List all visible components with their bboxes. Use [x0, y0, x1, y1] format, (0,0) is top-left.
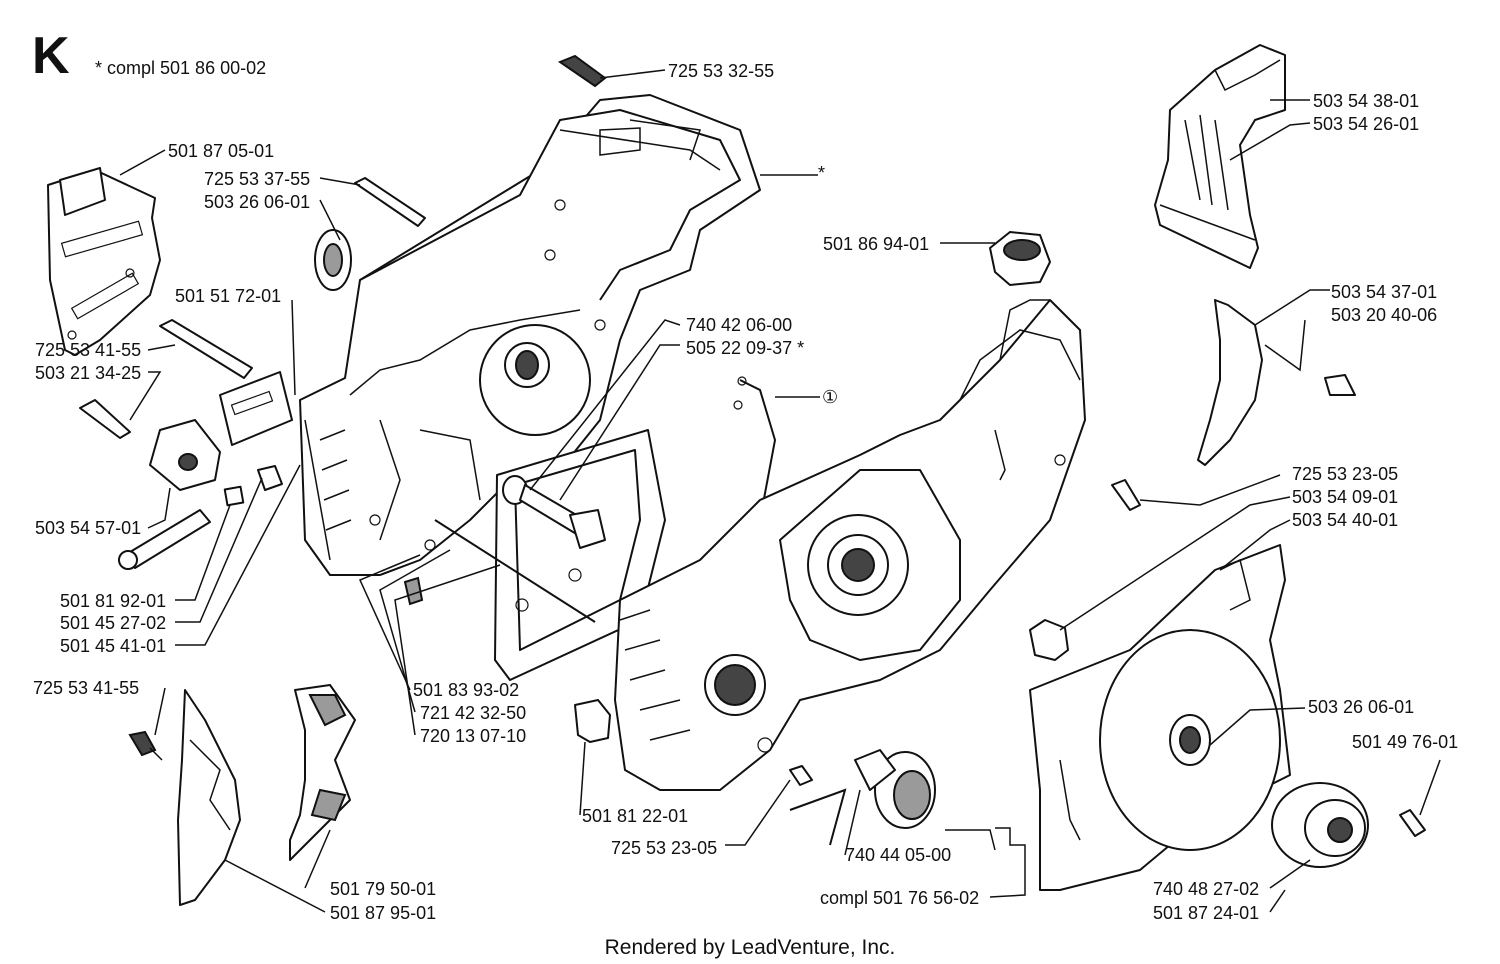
callout-725-53-41-55: 725 53 41-55: [35, 340, 142, 360]
callout-503-54-40-01: 503 54 40-01: [1292, 510, 1399, 530]
callout-725-53-23-05-right: 725 53 23-05: [1292, 464, 1399, 484]
bushing-part: [1029, 619, 1069, 661]
callout-501-87-95-01: 501 87 95-01: [330, 903, 437, 923]
bolt-34-part: [79, 399, 131, 439]
callout-721-42-32-50: 721 42 32-50: [420, 703, 527, 723]
air-intake-part: [1154, 44, 1286, 269]
chain-catcher-part: [289, 684, 356, 861]
side-plate-part: [1029, 544, 1291, 891]
nut-part: [223, 465, 283, 507]
screw-top-part: [557, 54, 607, 88]
callout-asterisk: *: [818, 163, 826, 183]
callout-505-22-09-37: 505 22 09-37 *: [686, 338, 805, 358]
footer-credit: Rendered by LeadVenture, Inc.: [604, 936, 896, 959]
callout-501-79-50-01: 501 79 50-01: [330, 879, 437, 899]
callout-503-26-06-01-right: 503 26 06-01: [1308, 697, 1415, 717]
bolt-76-part: [1399, 809, 1426, 837]
callout-503-26-06-01-top: 503 26 06-01: [204, 192, 311, 212]
screw-23-part: [1111, 479, 1141, 511]
callout-720-13-07-10: 720 13 07-10: [420, 726, 527, 746]
callout-503-20-40-06: 503 20 40-06: [1331, 305, 1438, 325]
callout-compl-501-76-56-02: compl 501 76 56-02: [820, 888, 980, 908]
seal-left-part: [314, 229, 352, 291]
deflector-part: [1197, 299, 1263, 466]
callout-circled-one: ①: [822, 387, 839, 407]
bolt-41-bottom-part: [128, 730, 163, 761]
screw-37-part: [354, 177, 426, 227]
callout-501-45-27-02: 501 45 27-02: [60, 613, 167, 633]
chain-guide-part: [177, 689, 241, 906]
buffer-part: [574, 699, 611, 743]
callout-501-49-76-01: 501 49 76-01: [1352, 732, 1459, 752]
callout-501-87-24-01: 501 87 24-01: [1153, 903, 1260, 923]
oil-plug-part: [989, 231, 1051, 286]
callout-501-51-72-01: 501 51 72-01: [175, 286, 282, 306]
long-bolt-part: [159, 319, 253, 379]
callout-501-45-41-01: 501 45 41-01: [60, 636, 167, 656]
spacer-bolt-part: [502, 475, 606, 549]
sprocket-part: [854, 749, 936, 829]
callout-740-44-05-00: 740 44 05-00: [845, 845, 952, 865]
callout-503-21-34-25: 503 21 34-25: [35, 363, 142, 383]
assembly-note: * compl 501 86 00-02: [95, 58, 267, 78]
callout-725-53-37-55: 725 53 37-55: [204, 169, 311, 189]
callout-501-83-93-02: 501 83 93-02: [413, 680, 520, 700]
callout-503-54-57-01: 503 54 57-01: [35, 518, 142, 538]
callout-501-86-94-01: 501 86 94-01: [823, 234, 930, 254]
screw-23-bottom-part: [789, 765, 813, 786]
clutch-drum-part: [1271, 782, 1369, 868]
callout-725-53-41-55-bottom: 725 53 41-55: [33, 678, 140, 698]
callout-725-53-32-55: 725 53 32-55: [668, 61, 775, 81]
cover-plate-part: [47, 167, 161, 356]
callout-501-81-22-01: 501 81 22-01: [582, 806, 689, 826]
adjuster-block-part: [219, 371, 293, 446]
callout-501-81-92-01: 501 81 92-01: [60, 591, 167, 611]
pins-part: [403, 519, 596, 623]
callout-725-53-23-05-bottom: 725 53 23-05: [611, 838, 718, 858]
section-letter: K: [32, 27, 70, 85]
callout-503-54-26-01: 503 54 26-01: [1313, 114, 1420, 134]
crankcase-left-part: [299, 94, 761, 576]
callout-501-87-05-01: 501 87 05-01: [168, 141, 275, 161]
callout-503-54-38-01: 503 54 38-01: [1313, 91, 1420, 111]
callout-503-54-09-01: 503 54 09-01: [1292, 487, 1399, 507]
callout-740-42-06-00: 740 42 06-00: [686, 315, 793, 335]
adjusting-screw-part: [118, 509, 211, 570]
spring-wire-part: [789, 788, 847, 846]
screw-40-part: [1324, 374, 1356, 396]
callout-740-48-27-02: 740 48 27-02: [1153, 879, 1260, 899]
crankcase-right-part: [614, 299, 1086, 791]
tensioner-part: [149, 419, 221, 491]
callout-503-54-37-01: 503 54 37-01: [1331, 282, 1438, 302]
leader-lines: [119, 69, 1441, 913]
